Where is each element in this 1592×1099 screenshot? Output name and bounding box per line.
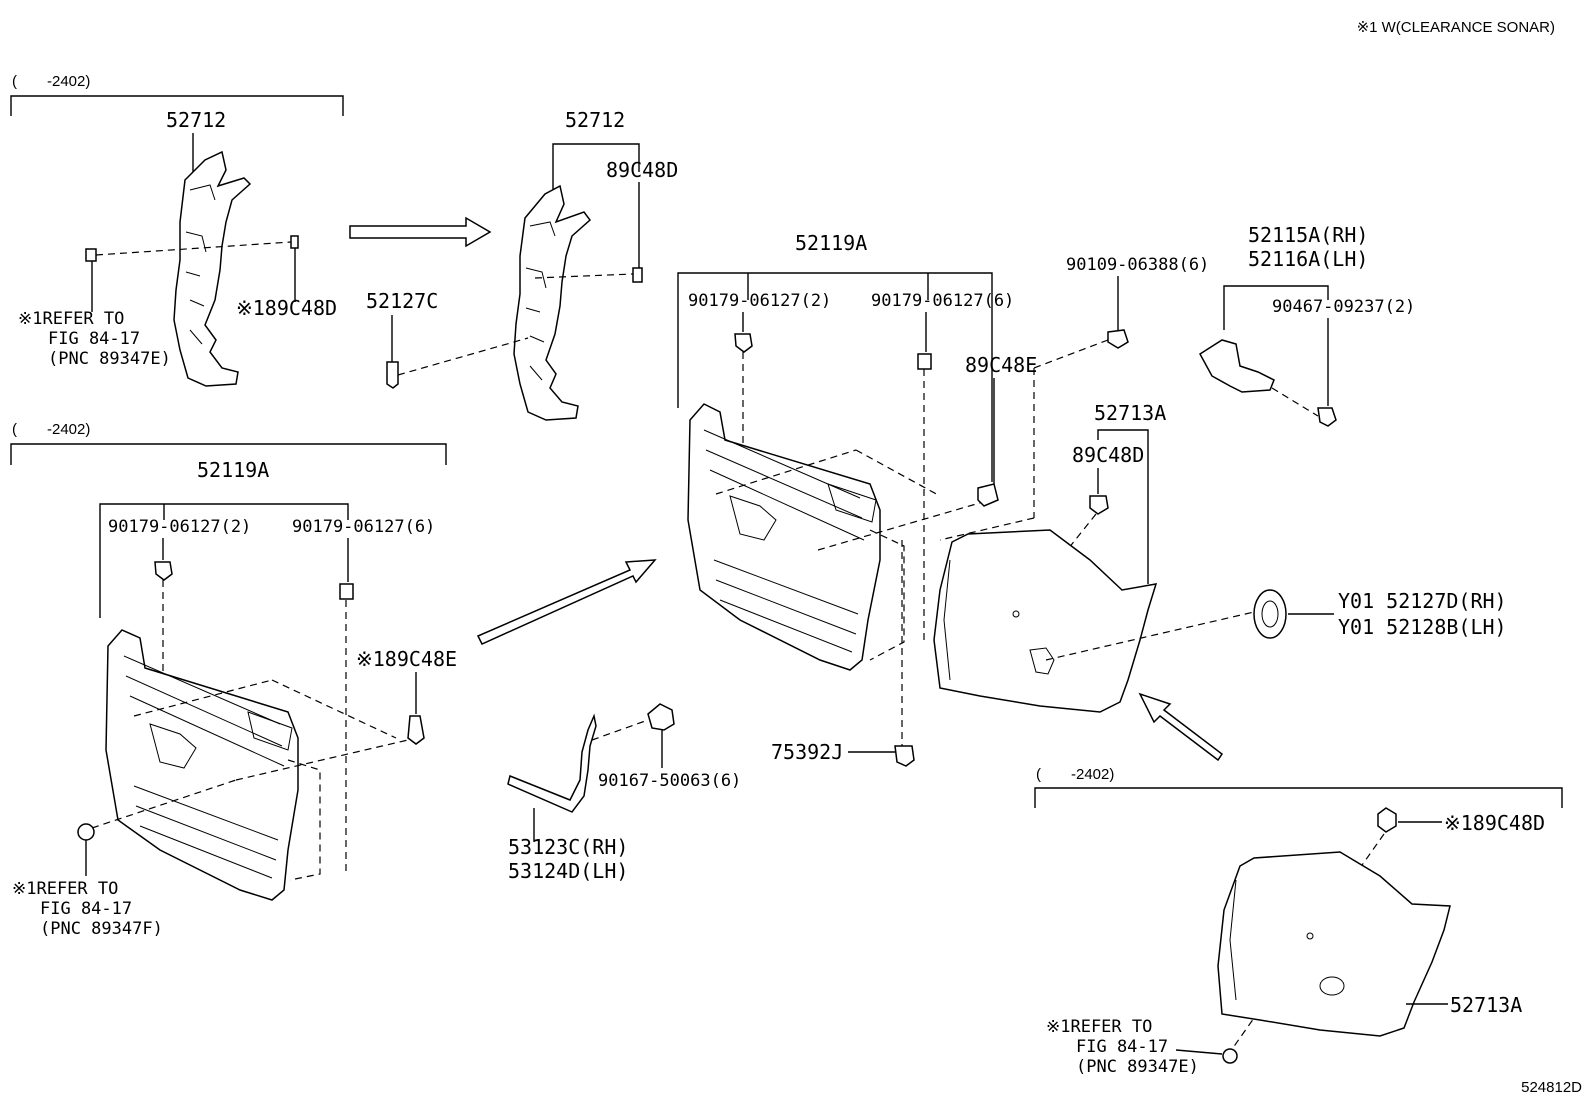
clip-icon (290, 235, 299, 249)
label-t-52127c[interactable]: 52127C (366, 289, 438, 313)
label-r-y01-rh[interactable]: Y01 52127D(RH) (1338, 589, 1507, 613)
mid-left-range-label: ( -2402) (12, 421, 90, 438)
retainer-icon (386, 361, 399, 389)
grille-part (687, 403, 881, 671)
label-t-52712[interactable]: 52712 (565, 108, 625, 132)
condition-note: ※1 W(CLEARANCE SONAR) (1357, 19, 1555, 36)
right-52713a-group: 90109-06388(6) 52115A(RH) 52116A(LH) 904… (933, 223, 1507, 713)
label-br-refer-3: (PNC 89347E) (1076, 1057, 1199, 1077)
label-r-y01-lh[interactable]: Y01 52128B(LH) (1338, 615, 1507, 639)
label-c-89c48e[interactable]: 89C48E (965, 353, 1037, 377)
clip-icon (1377, 807, 1397, 833)
transition-arrow-icon (349, 216, 492, 248)
label-m-75392j[interactable]: 75392J (771, 740, 843, 764)
clip-icon (894, 745, 915, 767)
label-tl-refer-3: (PNC 89347E) (48, 349, 171, 369)
label-tl-52712[interactable]: 52712 (166, 108, 226, 132)
label-r-52713a[interactable]: 52713A (1094, 401, 1166, 425)
nut-icon (339, 583, 354, 600)
label-ml-refer-2: FIG 84-17 (40, 899, 132, 919)
bottom-right-range-label: ( -2402) (1036, 766, 1114, 783)
middle-53123c-group: 53123C(RH) 53124D(LH) 90167-50063(6) (507, 703, 741, 883)
label-br-89c48d[interactable]: ※189C48D (1444, 811, 1545, 835)
label-ml-refer-1[interactable]: ※1REFER TO (12, 879, 118, 899)
label-r-52116a[interactable]: 52116A(LH) (1248, 247, 1368, 271)
grille-part (105, 629, 299, 901)
clip-icon (407, 715, 425, 745)
label-r-52115a[interactable]: 52115A(RH) (1248, 223, 1368, 247)
clip-icon (1089, 495, 1109, 515)
bumper-bracket-part (1199, 339, 1275, 393)
label-c-52119a[interactable]: 52119A (795, 231, 867, 255)
grommet-icon (77, 823, 95, 841)
label-br-52713a[interactable]: 52713A (1450, 993, 1522, 1017)
center-52119a-group: 52119A 90179-06127(2) 90179-06127(6) 89C… (677, 231, 1037, 767)
mid-left-52119a-group: 52119A 90179-06127(2) 90179-06127(6) ※18… (12, 458, 457, 939)
label-ml-90179-6[interactable]: 90179-06127(6) (292, 517, 435, 537)
fender-liner-part (513, 184, 592, 421)
label-t-89c48d[interactable]: 89C48D (606, 158, 678, 182)
bolt-icon (1107, 329, 1129, 349)
mid-left-group-bracket: ( -2402) (10, 421, 447, 465)
transition-arrow-icon (476, 559, 657, 645)
sensor-retainer-icon (1253, 589, 1287, 639)
label-tl-refer-2: FIG 84-17 (48, 329, 140, 349)
nut-icon (917, 353, 932, 370)
label-ml-90179-2[interactable]: 90179-06127(2) (108, 517, 251, 537)
label-c-90179-6[interactable]: 90179-06127(6) (871, 291, 1014, 311)
diagram-code: 524812D (1521, 1079, 1582, 1096)
label-r-89c48d[interactable]: 89C48D (1072, 443, 1144, 467)
top-middle-52712-group: 52712 89C48D 52127C (366, 108, 678, 421)
fender-liner-bracket-part (173, 150, 252, 387)
label-m-90167[interactable]: 90167-50063(6) (598, 771, 741, 791)
label-r-90109[interactable]: 90109-06388(6) (1066, 255, 1209, 275)
screw-icon (647, 703, 675, 731)
clip-icon (632, 267, 643, 283)
label-m-53124d[interactable]: 53124D(LH) (508, 859, 628, 883)
clip-icon (85, 248, 97, 262)
molding-part (507, 713, 597, 813)
top-left-52712-group: 52712 ※1REFER TO FIG 84-17 (PNC 89347E) … (18, 108, 337, 387)
label-ml-refer-3: (PNC 89347F) (40, 919, 163, 939)
label-c-90179-2[interactable]: 90179-06127(2) (688, 291, 831, 311)
label-br-refer-1[interactable]: ※1REFER TO (1046, 1017, 1152, 1037)
label-m-53123c[interactable]: 53123C(RH) (508, 835, 628, 859)
clip-icon (977, 483, 999, 507)
label-ml-52119a[interactable]: 52119A (197, 458, 269, 482)
label-ml-89c48e[interactable]: ※189C48E (356, 647, 457, 671)
bumper-cover-part (933, 529, 1158, 713)
transition-arrow-icon (1138, 692, 1224, 762)
label-r-90467[interactable]: 90467-09237(2) (1272, 297, 1415, 317)
grommet-icon (1222, 1048, 1238, 1064)
nut-icon (734, 333, 753, 353)
bottom-right-52713a-group: ※189C48D 52713A ※1REFER TO FIG 84-17 (PN… (1046, 807, 1545, 1077)
top-left-group-bracket: ( -2402) (10, 73, 344, 116)
label-br-refer-2: FIG 84-17 (1076, 1037, 1168, 1057)
top-left-range-label: ( -2402) (12, 73, 90, 90)
label-tl-refer-1[interactable]: ※1REFER TO (18, 309, 124, 329)
bumper-cover-part (1217, 851, 1451, 1037)
screw-icon (1317, 407, 1337, 427)
label-tl-89c48d[interactable]: ※189C48D (236, 296, 337, 320)
bottom-right-group-bracket: ( -2402) (1034, 766, 1563, 808)
nut-icon (154, 561, 173, 581)
